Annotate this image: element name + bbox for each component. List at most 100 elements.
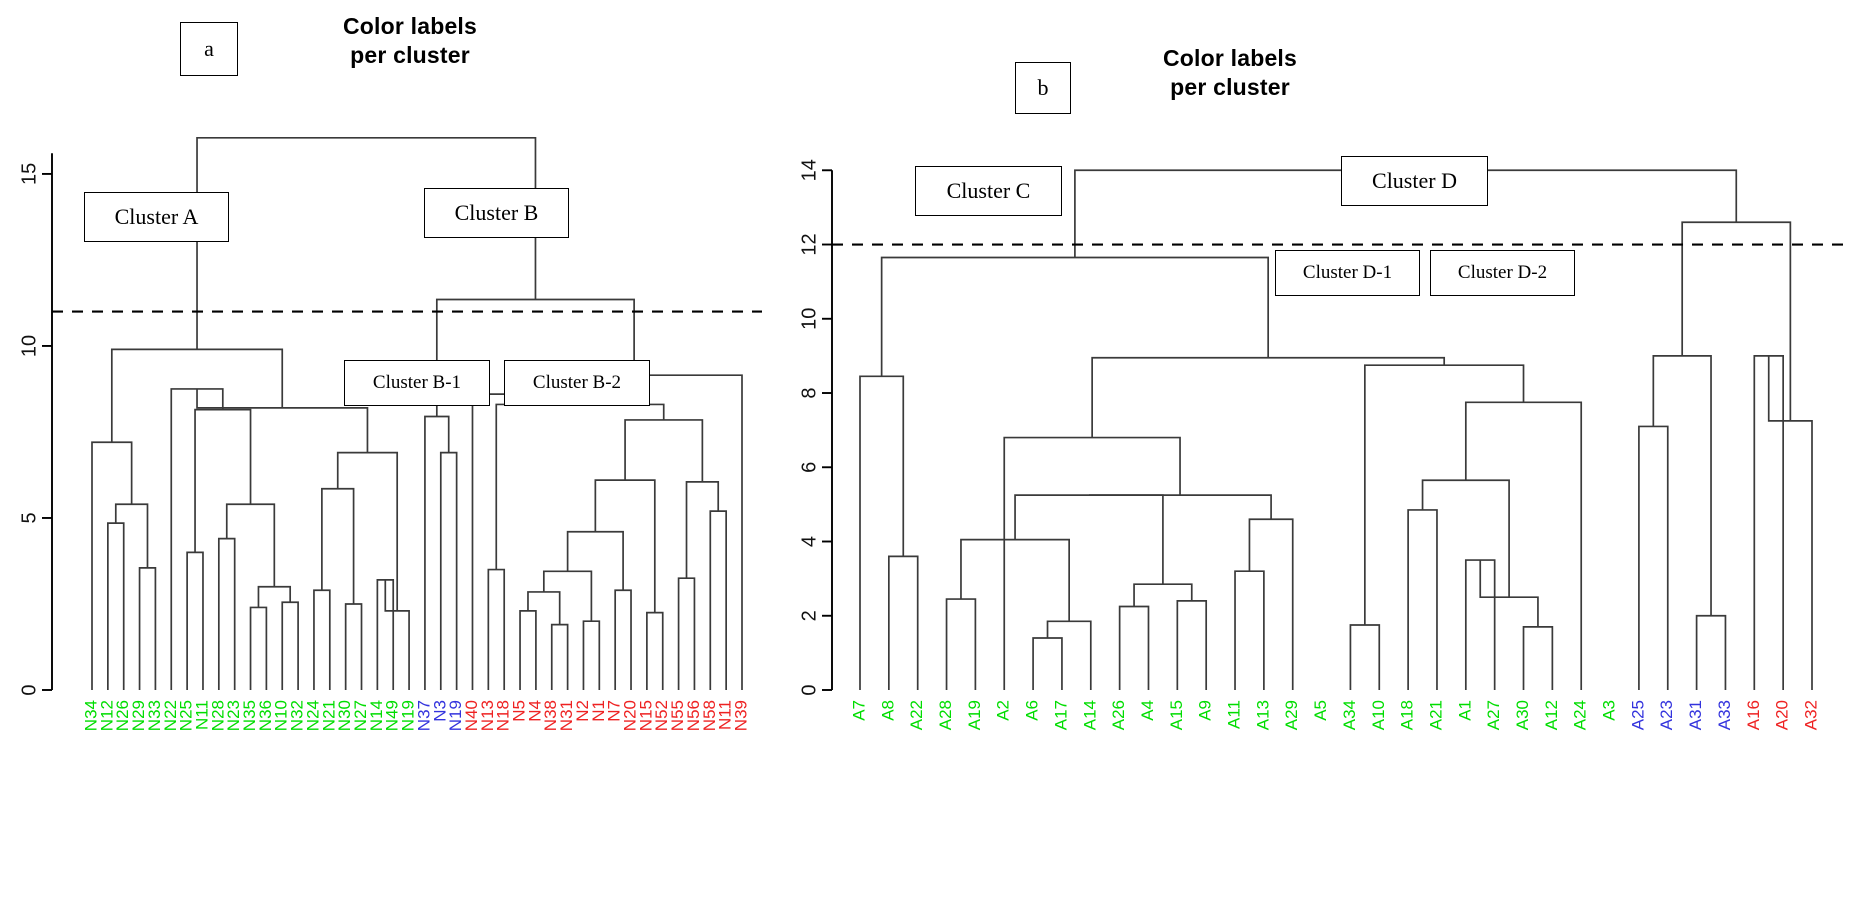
leaf-label-a: N21 [319,700,338,731]
dendrogram-link [196,136,537,350]
panel-b-title: Color labels per cluster [1080,44,1380,103]
leaf-label-a: N2 [573,700,592,722]
leaf-label-a: N40 [462,700,481,731]
leaf-label-b: A26 [1109,700,1128,730]
leaf-label-a: N38 [541,700,560,731]
axis-tick-label-b: 8 [798,387,820,398]
panel-b-title-line1: Color labels [1162,45,1298,71]
leaf-label-b: A10 [1369,700,1388,730]
cluster-box-c: Cluster C [915,166,1062,216]
leaf-label-a: N19 [399,700,418,731]
leaf-label-a: N24 [303,700,322,731]
leaf-label-b: A14 [1080,700,1099,730]
axis-tick-label-b: 4 [798,536,820,547]
axis-tick-label-a: 5 [18,512,40,523]
leaf-label-b: A19 [965,700,984,730]
axis-tick-label-b: 12 [798,233,820,255]
cluster-box-d2: Cluster D-2 [1430,250,1575,296]
dendrogram-link [424,415,450,690]
leaf-label-b: A16 [1744,700,1763,730]
leaf-label-b: A11 [1225,700,1244,729]
panel-a-plot: 051015N34N12N26N29N33N22N25N11N28N23N35N… [18,136,762,731]
axis-tick-label-b: 14 [798,159,820,181]
leaf-label-a: N30 [335,700,354,731]
dendrogram-link [880,256,1270,377]
dendrogram-link [321,487,355,604]
dendrogram-link [196,388,369,453]
leaf-label-a: N35 [240,700,259,731]
dendrogram-link [1088,494,1272,520]
dendrogram-link [281,601,299,690]
axis-tick-label-b: 0 [798,684,820,695]
leaf-label-b: A29 [1282,700,1301,730]
dendrogram-link [1464,401,1583,690]
dendrogram-link [527,591,561,625]
dendrogram-link [344,603,363,690]
axis-tick-label-a: 10 [18,335,40,357]
dendrogram-link [257,585,292,608]
leaf-label-a: N19 [446,700,465,731]
leaf-label-b: A24 [1571,700,1590,730]
axis-tick-label-b: 2 [798,610,820,621]
panel-a-title: Color labels per cluster [250,12,570,71]
cluster-box-d: Cluster D [1341,156,1488,206]
leaf-label-a: N31 [557,700,576,731]
leaf-label-a: N37 [414,700,433,731]
cluster-box-a-label: Cluster A [114,204,199,229]
leaf-label-a: N26 [113,700,132,731]
dendrogram-link [519,610,537,690]
leaf-label-b: A25 [1628,700,1647,730]
leaf-label-a: N13 [478,700,497,731]
leaf-label-b: A2 [994,700,1013,721]
leaf-label-a: N36 [256,700,275,731]
dendrogram-link [614,589,632,690]
dendrogram-link [566,530,624,591]
dendrogram-link [646,611,664,690]
panel-b-tag-label: b [1037,75,1049,100]
leaf-label-b: A5 [1311,700,1330,721]
leaf-label-a: N3 [430,700,449,722]
dendrogram-link [435,298,635,417]
dendrogram-link [1652,355,1712,616]
leaf-label-a: N52 [652,700,671,731]
panel-a-tag: a [180,22,238,76]
dendrogram-link [709,510,727,690]
leaf-label-a: N14 [367,700,386,731]
leaf-label-a: N29 [129,700,148,731]
leaf-label-b: A22 [907,700,926,730]
dendrogram-link [1046,620,1092,690]
cluster-box-b1-label: Cluster B-1 [372,372,462,393]
dendrogram-link [1133,583,1193,607]
dendrogram-link [107,522,125,690]
leaf-label-a: N34 [81,700,100,731]
dendrogram-link [1638,425,1669,690]
dendrogram-link [1032,637,1063,690]
cluster-box-b2-label: Cluster B-2 [532,372,622,393]
axis-tick-label-b: 6 [798,462,820,473]
dendrogram-link [1479,560,1539,627]
leaf-label-b: A18 [1398,700,1417,730]
dendrogram-link [542,570,593,622]
dendrogram-link [1118,605,1150,690]
leaf-label-b: A6 [1023,700,1042,721]
dendrogram-link [1248,518,1294,690]
leaf-label-b: A9 [1196,700,1215,721]
dendrogram-link [217,537,236,690]
leaf-label-a: N11 [716,700,735,730]
dendrogram-link [1681,221,1792,421]
axis-tick-label-a: 0 [18,684,40,695]
leaf-label-a: N10 [272,700,291,731]
dendrogram-link [1522,626,1554,690]
leaf-label-a: N12 [97,700,116,731]
dendrogram-link [110,348,284,443]
dendrogram-link [1003,436,1181,690]
cluster-box-d-label: Cluster D [1372,168,1457,193]
leaf-label-b: A33 [1715,700,1734,730]
dendrogram-link [582,620,601,690]
leaf-label-b: A21 [1426,700,1445,730]
leaf-label-b: A8 [878,700,897,721]
dendrogram-link [1363,364,1525,626]
cluster-box-b-label: Cluster B [454,200,539,225]
leaf-label-b: A17 [1051,700,1070,730]
